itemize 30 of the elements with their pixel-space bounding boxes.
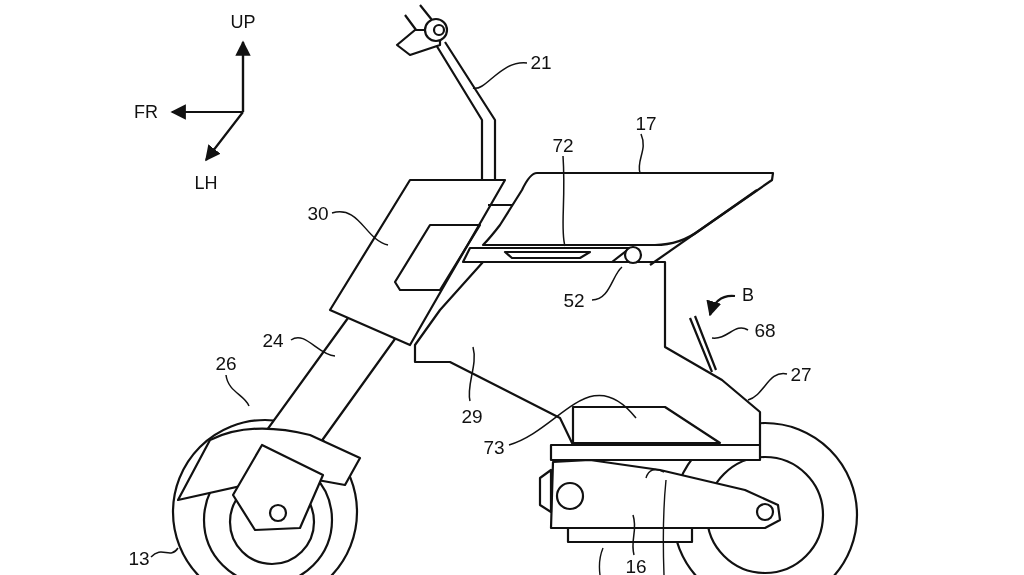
callout-number: 17 (635, 113, 657, 133)
direction-label: FR (134, 103, 158, 121)
leader-line (225, 374, 250, 407)
leader-line (632, 514, 636, 556)
direction-label: UP (230, 13, 256, 31)
leader-line (472, 62, 528, 90)
callout-number: 27 (790, 364, 812, 384)
leader-line (591, 266, 623, 301)
leader-line (331, 211, 389, 246)
callout-number: 24 (262, 330, 284, 350)
leader-line (150, 547, 179, 558)
callout-number: 26 (215, 353, 237, 373)
leader-line (638, 133, 644, 174)
leader-line (508, 394, 637, 446)
callout-number: 68 (754, 320, 776, 340)
leader-line (711, 327, 749, 339)
callout-number: 16 (625, 556, 647, 575)
callout-number: 73 (483, 437, 505, 457)
leader-line (562, 155, 566, 247)
leader-line (747, 372, 788, 401)
callout-number: 30 (307, 203, 329, 223)
callout-number: 29 (461, 406, 483, 426)
direction-label: B (742, 286, 754, 304)
callout-number: 21 (530, 52, 552, 72)
direction-label: LH (194, 174, 218, 192)
leader-line (290, 336, 336, 357)
callout-number: 52 (563, 290, 585, 310)
callout-number: 72 (552, 135, 574, 155)
leader-line (468, 346, 475, 402)
callout-number: 13 (128, 548, 150, 568)
